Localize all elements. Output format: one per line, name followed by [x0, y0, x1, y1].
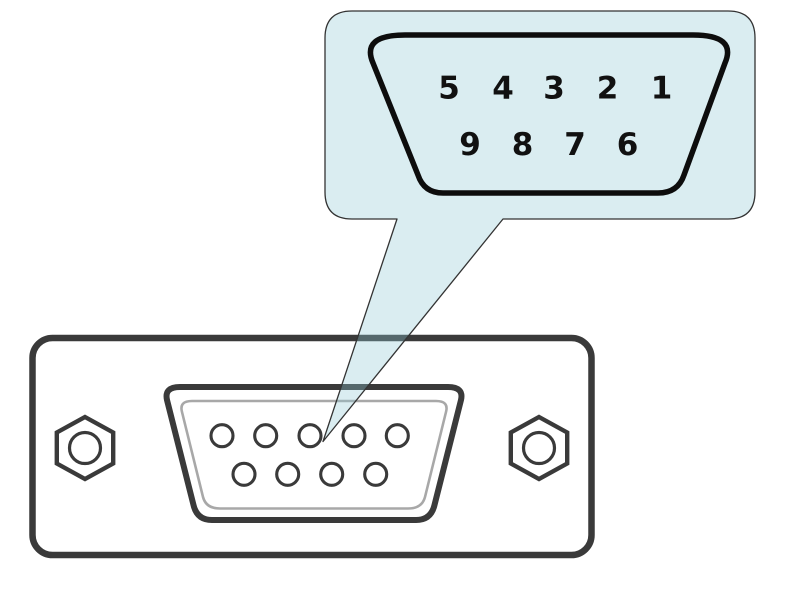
pin-hole-1 — [384, 423, 410, 449]
pin-hole-3 — [297, 423, 323, 449]
pin-hole-9 — [231, 461, 257, 487]
pin-label-2: 2 — [597, 71, 619, 107]
pin-label-5: 5 — [438, 71, 460, 107]
pin-hole-7 — [319, 461, 345, 487]
callout-dsub-outline — [367, 32, 731, 196]
connector-faceplate — [29, 334, 595, 559]
pin-labels: 5 4 3 2 1 9 8 7 6 — [438, 71, 672, 164]
pin-hole-2 — [341, 423, 367, 449]
pin-hole-6 — [363, 461, 389, 487]
screw-hole — [67, 430, 103, 466]
screw-post-left — [54, 414, 116, 482]
pin-holes — [209, 423, 410, 487]
pin-hole-8 — [275, 461, 301, 487]
pin-label-7: 7 — [564, 127, 586, 163]
pin-hole-4 — [253, 423, 279, 449]
pin-label-4: 4 — [492, 71, 514, 107]
dsub-outer-shell — [163, 384, 465, 523]
pin-label-9: 9 — [459, 127, 481, 163]
screw-post-right — [508, 414, 570, 482]
dsub-port — [163, 384, 465, 523]
pin-label-6: 6 — [617, 127, 639, 163]
pin-label-8: 8 — [512, 127, 534, 163]
callout-bubble — [322, 10, 756, 443]
pin-label-1: 1 — [651, 71, 673, 107]
dsub-inner-rim — [180, 399, 448, 510]
pin-label-3: 3 — [543, 71, 565, 107]
callout: 5 4 3 2 1 9 8 7 6 — [322, 10, 756, 443]
screw-hole — [521, 430, 557, 466]
pin-hole-5 — [209, 423, 235, 449]
